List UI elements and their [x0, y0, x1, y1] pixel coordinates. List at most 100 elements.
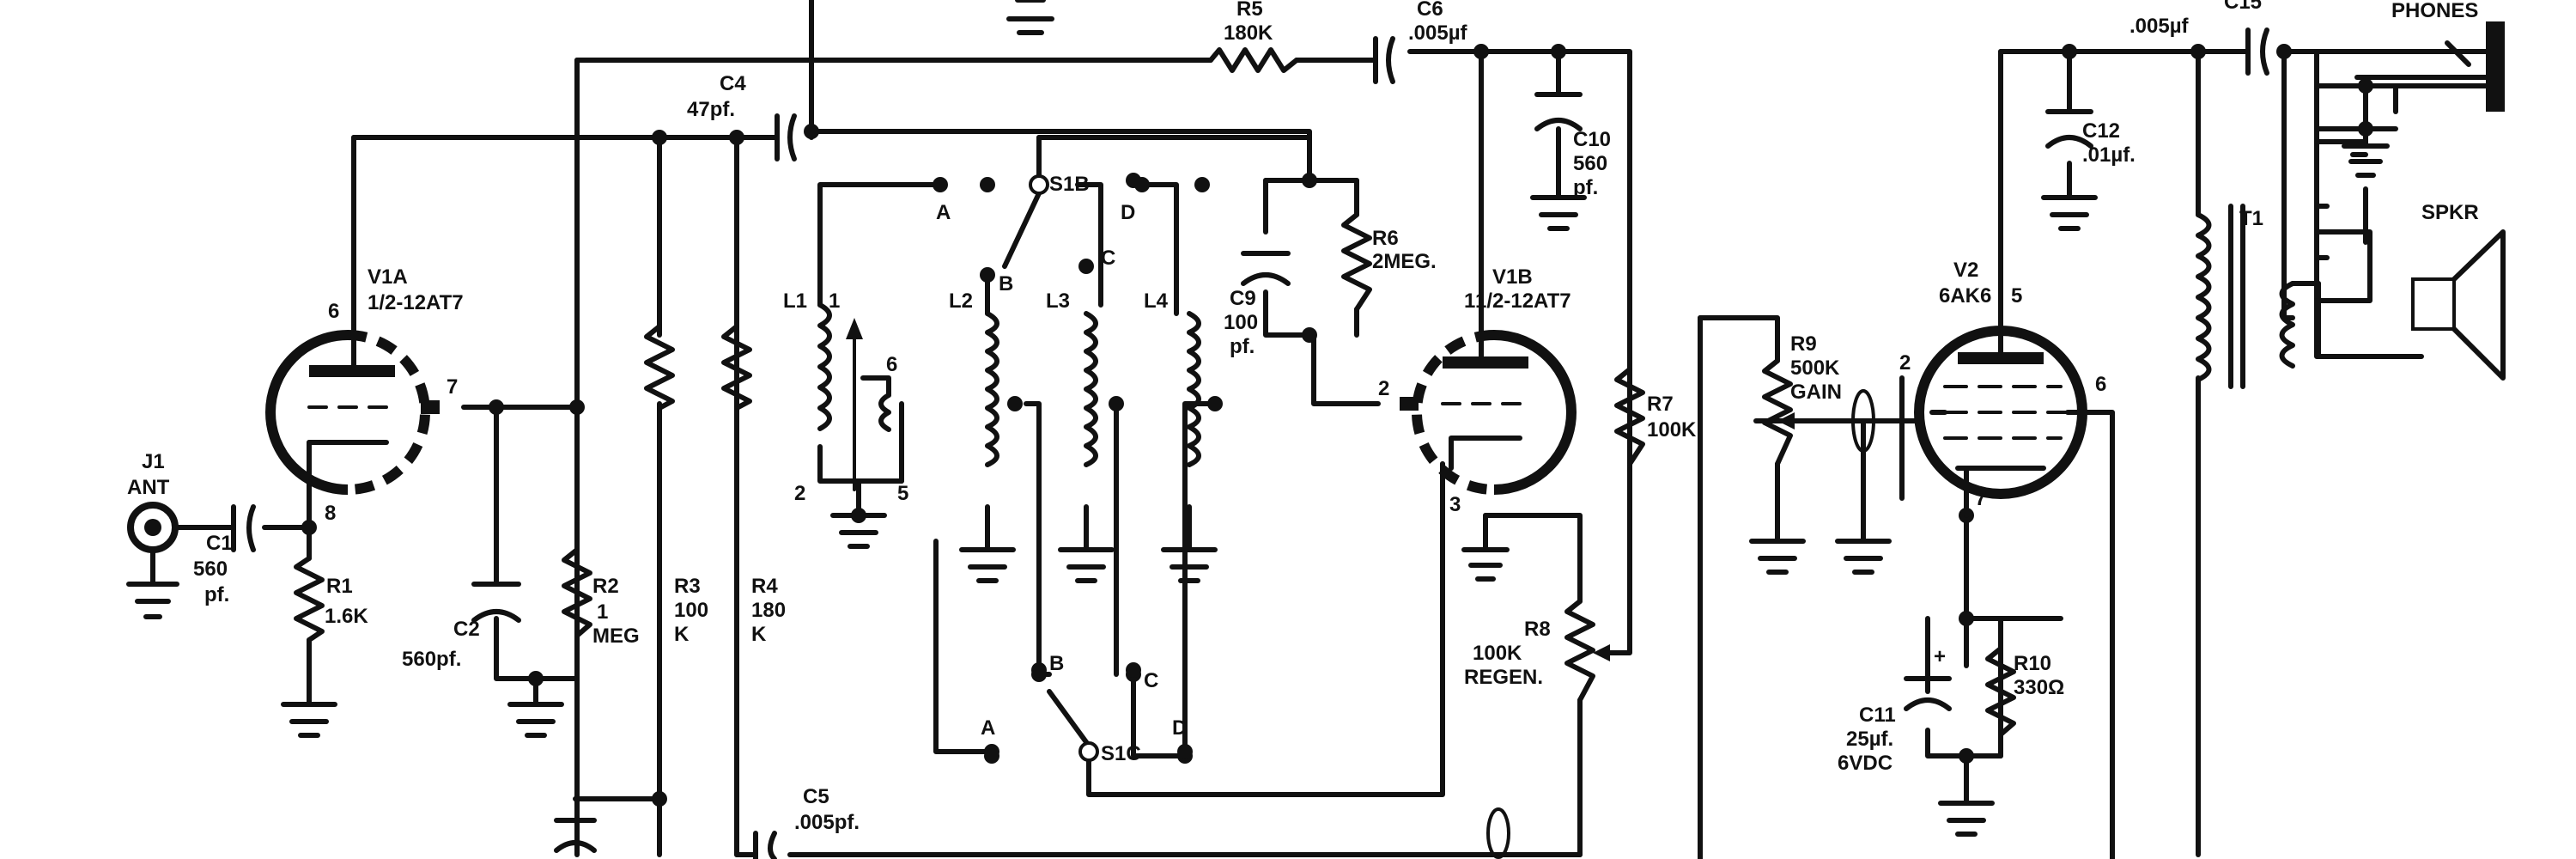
label-r7-val: 100K: [1647, 418, 1697, 442]
r8-potentiometer: [1564, 599, 1595, 703]
r2-resistor: [562, 547, 592, 638]
label-s1c: S1C: [1101, 742, 1141, 765]
label-c2-val: 560pf.: [402, 648, 461, 671]
label-r6: R6: [1372, 227, 1399, 250]
c2-capacitor: [471, 582, 521, 623]
pin-v1b-1: 1: [1464, 289, 1475, 313]
label-phones: PHONES: [2391, 0, 2478, 22]
s1b-pos-a: [933, 177, 948, 192]
label-s1b-pos-a: A: [936, 201, 951, 224]
r4-resistor: [721, 324, 752, 411]
label-r4-val-b: K: [751, 623, 767, 646]
label-r3: R3: [674, 575, 701, 598]
label-v1b-type: 1/2-12AT7: [1475, 289, 1571, 313]
l3-coil: [1084, 311, 1098, 467]
pin-v1b-3: 3: [1449, 493, 1461, 516]
label-s1c-pos-d: D: [1172, 716, 1187, 740]
label-r2-val-b: MEG: [592, 624, 640, 648]
label-c11-volt: 6VDC: [1838, 752, 1893, 775]
label-c4-val: 47pf.: [687, 98, 735, 121]
label-r10-val: 330Ω: [2014, 676, 2064, 699]
label-r8-func: REGEN.: [1464, 666, 1543, 689]
label-c6: C6: [1417, 0, 1443, 21]
label-v2: V2: [1953, 259, 1978, 282]
label-j1: J1: [142, 450, 165, 473]
pin-v1a-6: 6: [328, 300, 339, 323]
r9-wiper-arrow: [1777, 412, 1795, 430]
c15-capacitor: [2245, 27, 2269, 76]
shielded-cable-marks: [1486, 389, 1875, 859]
c9-capacitor: [1241, 251, 1291, 286]
label-c15: C15: [2224, 0, 2262, 14]
c6-capacitor: [1373, 36, 1395, 84]
t1-secondary-coil: [2279, 281, 2295, 369]
r10-resistor: [1985, 646, 2016, 737]
l1-coil: [817, 302, 832, 431]
label-c9-val-a: 100: [1224, 311, 1258, 334]
label-r3-val-b: K: [674, 623, 690, 646]
phones-jack: [2445, 21, 2505, 112]
partial-capacitor: [554, 818, 597, 853]
ground-symbols: [281, 195, 2098, 837]
l2-coil: [985, 311, 999, 467]
label-c9-val-b: pf.: [1230, 335, 1255, 358]
label-c10-val-a: 560: [1573, 152, 1607, 175]
r3-resistor: [644, 324, 675, 411]
label-r7: R7: [1647, 393, 1674, 416]
label-c11: C11: [1859, 704, 1896, 727]
pin-l1-6: 6: [886, 353, 897, 376]
speaker: [2411, 229, 2506, 381]
label-c1-val-a: 560: [193, 557, 228, 581]
label-v1a-type: 1/2-12AT7: [368, 291, 464, 314]
c5-capacitor: [753, 831, 777, 859]
label-l2: L2: [949, 289, 973, 313]
c4-capacitor: [775, 113, 797, 161]
label-c15-val: .005µf: [2129, 15, 2190, 38]
label-s1c-pos-a: A: [981, 716, 995, 740]
label-c10: C10: [1573, 128, 1611, 151]
label-c10-val-b: pf.: [1573, 176, 1598, 199]
r6-resistor: [1341, 212, 1372, 312]
label-r8-val: 100K: [1473, 642, 1522, 665]
resistors: [294, 47, 2016, 737]
s1b-common: [1029, 174, 1049, 195]
s1b-pos-c: [1078, 259, 1094, 274]
label-c11-val: 25µf.: [1846, 728, 1893, 751]
r8-wiper-arrow: [1593, 644, 1610, 661]
l4-coil: [1187, 311, 1201, 467]
tube-v2: [1914, 315, 2087, 518]
r7-resistor: [1614, 367, 1645, 466]
s1c-common: [1078, 741, 1099, 762]
capacitors: [231, 27, 2269, 859]
s1b-pos-b: [980, 267, 995, 283]
jack-j1: [127, 502, 179, 553]
label-r10: R10: [2014, 652, 2051, 675]
s1b-pos-d: [1134, 177, 1150, 192]
label-r4: R4: [751, 575, 778, 598]
label-c1-val-b: pf.: [204, 583, 229, 606]
label-ant: ANT: [127, 476, 170, 499]
label-c4: C4: [720, 72, 746, 95]
label-c6-val: .005µf: [1408, 21, 1468, 45]
label-r9-val: 500K: [1790, 356, 1840, 380]
label-c2: C2: [453, 618, 480, 641]
r5-resistor: [1208, 47, 1299, 73]
label-r2: R2: [592, 575, 619, 598]
c12-capacitor: [2045, 109, 2093, 149]
pin-v2-5: 5: [2011, 284, 2022, 308]
label-r4-val-a: 180: [751, 599, 786, 622]
label-spkr: SPKR: [2421, 201, 2479, 224]
pin-l1-1: 1: [829, 289, 840, 313]
labels: J1 ANT C1 560 pf. R1 1.6K V1A 1/2-12AT7 …: [127, 0, 2479, 834]
label-r8: R8: [1524, 618, 1551, 641]
label-r9-func: GAIN: [1790, 381, 1842, 404]
label-r1-val: 1.6K: [325, 605, 368, 628]
r9-potentiometer: [1762, 358, 1793, 466]
label-l3: L3: [1046, 289, 1070, 313]
label-v1a: V1A: [368, 265, 408, 289]
tube-v1b: [1400, 330, 1577, 495]
label-c12: C12: [2082, 119, 2120, 143]
c1-capacitor: [231, 504, 256, 552]
label-r3-val-a: 100: [674, 599, 708, 622]
